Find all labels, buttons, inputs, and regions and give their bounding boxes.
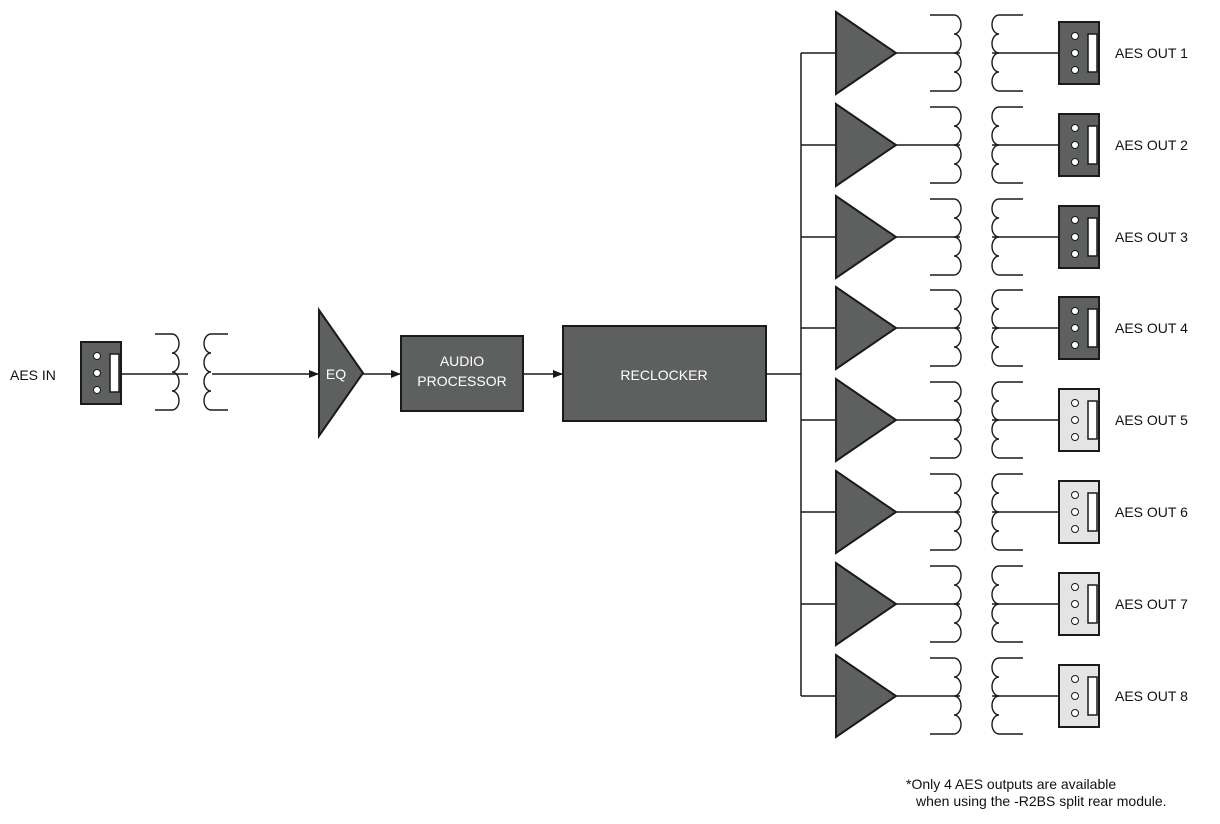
aes-out-label-7: AES OUT 7 [1115,596,1188,612]
output-channel-6: AES OUT 6 [801,469,1188,555]
output-connector-4 [1058,296,1100,360]
output-amplifier-1 [835,10,898,96]
output-connector-8 [1058,664,1100,728]
output-channel-7: AES OUT 7 [801,561,1188,647]
aes-in-label: AES IN [10,367,56,383]
footnote-line2: when using the -R2BS split rear module. [916,793,1167,809]
output-channel-5: AES OUT 5 [801,377,1188,463]
footnote-line1: *Only 4 AES outputs are available [906,776,1117,792]
aes-out-label-6: AES OUT 6 [1115,504,1188,520]
aes-out-label-4: AES OUT 4 [1115,320,1188,336]
output-connector-7 [1058,572,1100,636]
output-amplifier-4 [835,285,898,371]
output-connector-2 [1058,113,1100,177]
aes-out-label-8: AES OUT 8 [1115,688,1188,704]
output-amplifier-7 [835,561,898,647]
output-connector-3 [1058,205,1100,269]
eq-label: EQ [326,366,346,382]
eq-block: EQ [318,306,365,440]
output-channel-2: AES OUT 2 [801,102,1188,188]
output-channels: AES OUT 1 AES OUT 2 AES OUT 3 AES OUT 4 AES … [801,10,1188,739]
aes-out-label-1: AES OUT 1 [1115,45,1188,61]
output-amplifier-8 [835,653,898,739]
output-channel-8: AES OUT 8 [801,653,1188,739]
audio-processor-block: AUDIO PROCESSOR [400,335,524,412]
output-channel-4: AES OUT 4 [801,285,1188,371]
audio-processor-label-line1: AUDIO [440,353,484,369]
output-amplifier-2 [835,102,898,188]
output-channel-1: AES OUT 1 [801,10,1188,96]
output-channel-3: AES OUT 3 [801,194,1188,280]
output-amplifier-6 [835,469,898,555]
output-connector-1 [1058,21,1100,85]
output-connector-5 [1058,388,1100,452]
audio-processor-label-line2: PROCESSOR [417,373,506,389]
output-connector-6 [1058,480,1100,544]
aes-in-connector [80,341,122,405]
aes-out-label-3: AES OUT 3 [1115,229,1188,245]
footnote: *Only 4 AES outputs are available when u… [906,776,1167,810]
output-amplifier-3 [835,194,898,280]
input-transformer-icon [155,333,228,411]
output-amplifier-5 [835,377,898,463]
aes-out-label-5: AES OUT 5 [1115,412,1188,428]
aes-out-label-2: AES OUT 2 [1115,137,1188,153]
reclocker-block: RECLOCKER [562,325,767,422]
reclocker-label: RECLOCKER [620,367,707,383]
